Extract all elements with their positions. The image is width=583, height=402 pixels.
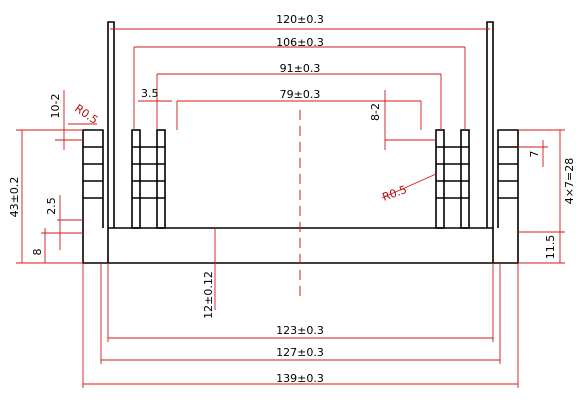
dim-top-inner: 79±0.3 (280, 88, 321, 101)
dim-thickness-center: 12±0.12 (202, 271, 215, 319)
dimension-lines (16, 28, 565, 388)
dim-base-left: 8 (31, 249, 44, 256)
dim-bottom-inner: 123±0.3 (276, 324, 324, 337)
dim-base-right: 11.5 (544, 235, 557, 260)
dim-top-outer: 120±0.3 (276, 13, 324, 26)
dim-bottom-mid: 127±0.3 (276, 346, 324, 359)
dim-fin-thickness: 2.5 (45, 197, 58, 215)
dim-fin-pitch: 7 (528, 151, 541, 158)
label-radius-left: R0.5 (72, 102, 100, 127)
dim-fin-span: 4×7=28 (563, 158, 576, 204)
dim-height-total: 43±0.2 (8, 177, 21, 218)
dim-fin-pitch-top-right: 8-2 (369, 103, 382, 121)
profile-outline (82, 21, 519, 264)
dim-top-third: 91±0.3 (280, 62, 321, 75)
dim-fin-gap: 3.5 (141, 87, 159, 100)
dim-bottom-outer: 139±0.3 (276, 372, 324, 385)
dim-top-second: 106±0.3 (276, 36, 324, 49)
dim-fin-pitch-top-left: 10-2 (49, 94, 62, 119)
dimension-labels: 120±0.3 106±0.3 91±0.3 79±0.3 3.5 123±0.… (8, 13, 576, 385)
label-radius-right: R0.5 (381, 183, 409, 204)
